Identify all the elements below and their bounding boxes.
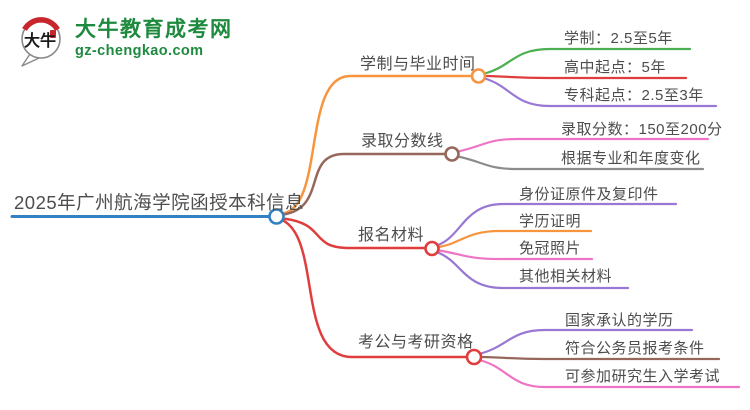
connector-branch-materials — [281, 217, 426, 250]
branch-scoreline-label: 录取分数线 — [361, 133, 444, 150]
branch-schedule-label: 学制与毕业时间 — [360, 56, 476, 73]
branch-scoreline-circle — [444, 146, 460, 162]
connector-leaf-idcard — [436, 202, 678, 247]
logo-bubble-text: 大牛 — [24, 31, 56, 50]
connector-leaf-postgrad — [479, 359, 741, 389]
leaf-recognized-label: 国家承认的学历 — [565, 312, 674, 329]
leaf-college-start-label: 专科起点：2.5至3年 — [564, 87, 704, 104]
leaf-highschool-start-label: 高中起点：5年 — [564, 59, 666, 76]
logo-bubble-icon: 大牛 — [21, 17, 61, 67]
branch-eligibility-label: 考公与考研资格 — [358, 334, 474, 351]
connector-leaf-score-varies — [456, 155, 705, 171]
branch-eligibility-circle — [465, 348, 483, 366]
logo-site-name: 大牛教育成考网 — [75, 18, 233, 41]
connector-branch-eligibility — [280, 218, 468, 359]
leaf-score-varies-label: 根据专业和年度变化 — [561, 150, 701, 167]
leaf-score-label: 录取分数：150至200分 — [561, 121, 723, 138]
connector-branch-scoreline — [281, 152, 446, 216]
leaf-other-label: 其他相关材料 — [519, 268, 613, 285]
root-node-circle — [268, 208, 285, 225]
leaf-duration-label: 学制：2.5至5年 — [564, 30, 673, 47]
connector-leaf-highschool-start — [484, 74, 688, 80]
root-node-label: 2025年广州航海学院函授本科信息 — [14, 192, 305, 213]
leaf-photo-label: 免冠照片 — [519, 240, 582, 257]
leaf-idcard-label: 身份证原件及复印件 — [519, 186, 659, 203]
connector-leaf-college-start — [483, 77, 718, 108]
connector-leaf-other — [436, 251, 630, 290]
connector-branch-schedule — [281, 74, 472, 215]
branch-materials-label: 报名材料 — [358, 227, 425, 244]
connector-leaf-duration — [483, 47, 692, 75]
logo-site-domain: gz-chengkao.com — [75, 43, 204, 60]
leaf-civilservice-label: 符合公务员报考条件 — [565, 340, 705, 357]
connector-leaf-civilservice — [480, 355, 721, 361]
leaf-postgrad-label: 可参加研究生入学考试 — [565, 368, 721, 385]
leaf-diploma-label: 学历证明 — [519, 213, 582, 230]
connector-leaf-photo — [437, 249, 594, 261]
branch-materials-circle — [424, 240, 440, 257]
branch-schedule-circle — [470, 68, 487, 84]
connector-leaf-diploma — [437, 229, 593, 249]
connector-leaf-score — [456, 137, 710, 153]
site-logo: 大牛 大牛教育成考网 gz-chengkao.com — [16, 14, 233, 68]
connector-leaf-recognized — [479, 328, 694, 355]
